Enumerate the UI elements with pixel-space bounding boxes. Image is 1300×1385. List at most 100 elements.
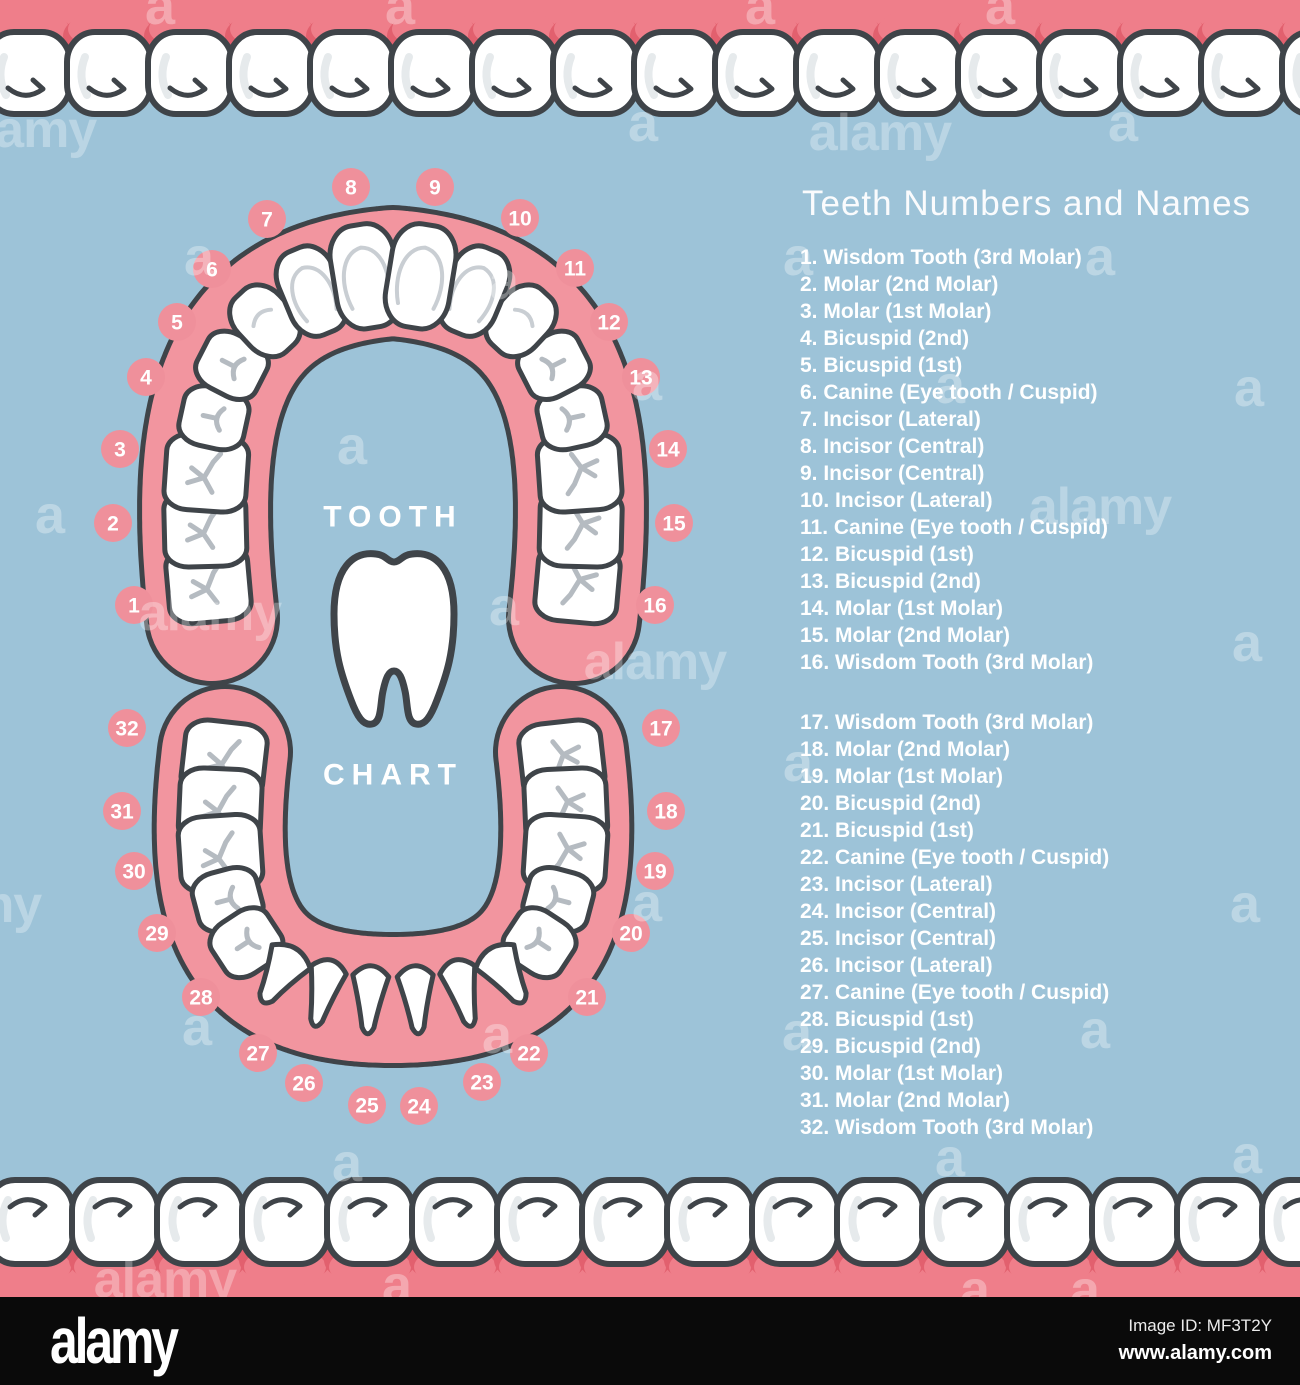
watermark-word: alamy xyxy=(0,101,97,159)
strip-tooth-shade xyxy=(678,1196,692,1242)
badge-number: 4 xyxy=(140,367,152,390)
lower-teeth-row xyxy=(0,1177,1300,1300)
molar-groove xyxy=(565,451,600,497)
legend-item: 22. Canine (Eye tooth / Cuspid) xyxy=(800,846,1110,869)
strip-tooth xyxy=(793,29,883,117)
molar-groove xyxy=(564,506,602,551)
strip-tooth xyxy=(1174,1177,1266,1267)
badge-number: 23 xyxy=(470,1072,493,1095)
molar-groove xyxy=(185,451,224,495)
watermark-letter: a xyxy=(783,733,814,793)
strip-tooth-shade xyxy=(848,1196,862,1242)
footer-meta: Image ID: MF3T2Y www.alamy.com xyxy=(1119,1314,1272,1368)
strip-tooth xyxy=(0,29,73,117)
tooth-number-badge: 20 xyxy=(612,914,650,952)
badge-circle xyxy=(115,586,153,624)
premolar-groove xyxy=(219,356,247,382)
tooth-number-badge: 1 xyxy=(115,586,153,624)
badge-circle xyxy=(193,250,231,288)
molar-groove xyxy=(189,560,223,606)
watermark-letter: a xyxy=(482,1005,513,1065)
legend-item: 7. Incisor (Lateral) xyxy=(800,408,981,431)
strip-tooth-shade xyxy=(1273,1196,1287,1242)
tooth-number-badge: 17 xyxy=(642,709,680,747)
tooth-number-badge: 26 xyxy=(285,1064,323,1102)
strip-tooth xyxy=(1117,29,1207,117)
badge-number: 10 xyxy=(508,208,531,231)
center-tooth-icon xyxy=(330,550,458,728)
strip-tooth-cusp-line xyxy=(517,1197,558,1218)
strip-tooth-cusp-line xyxy=(572,77,613,98)
strip-tooth-cusp-line xyxy=(92,1197,133,1218)
legend-item: 13. Bicuspid (2nd) xyxy=(800,570,981,593)
strip-tooth-shade xyxy=(806,53,820,99)
strip-tooth xyxy=(1089,1177,1181,1267)
watermark-letter: a xyxy=(783,227,814,287)
tooth-number-badge: 5 xyxy=(158,303,196,341)
badge-number: 2 xyxy=(107,513,119,536)
legend-item: 24. Incisor (Central) xyxy=(800,900,997,923)
badge-number: 17 xyxy=(649,718,672,741)
strip-tooth-cusp-line xyxy=(1112,1197,1153,1218)
tooth-number-badge: 13 xyxy=(622,358,660,396)
legend-item: 28. Bicuspid (1st) xyxy=(800,1008,974,1031)
strip-tooth-shade xyxy=(1130,53,1144,99)
strip-tooth xyxy=(409,1177,501,1267)
tooth-number-badge: 32 xyxy=(108,709,146,747)
alamy-url-link[interactable]: www.alamy.com xyxy=(1118,1341,1272,1364)
legend-item: 20. Bicuspid (2nd) xyxy=(800,792,981,815)
arch-tooth xyxy=(257,941,313,1006)
image-id-text: Image ID: MF3T2Y xyxy=(1128,1316,1272,1336)
strip-tooth-cusp-line xyxy=(1197,1197,1238,1218)
badge-circle xyxy=(647,792,685,830)
strip-tooth-shade xyxy=(508,1196,522,1242)
strip-tooth-cusp-line xyxy=(177,1197,218,1218)
strip-tooth xyxy=(494,1177,586,1267)
strip-tooth xyxy=(1036,29,1126,117)
watermark-letter: a xyxy=(184,227,215,287)
tooth-number-badge: 25 xyxy=(348,1086,386,1124)
legend-gap xyxy=(800,676,1251,709)
strip-tooth-shade xyxy=(168,1196,182,1242)
legend-item: 3. Molar (1st Molar) xyxy=(800,300,992,323)
incisor-contour xyxy=(290,265,339,324)
strip-tooth-shade xyxy=(423,1196,437,1242)
legend-item: 5. Bicuspid (1st) xyxy=(800,354,963,377)
badge-number: 31 xyxy=(110,801,134,824)
legend-item: 6. Canine (Eye tooth / Cuspid) xyxy=(800,381,1098,404)
strip-tooth-shade xyxy=(1049,53,1063,99)
watermark-letter: a xyxy=(985,0,1016,36)
watermark-letter: a xyxy=(935,355,966,415)
strip-tooth-shade xyxy=(725,53,739,99)
molar-groove xyxy=(548,739,582,784)
strip-tooth xyxy=(749,1177,841,1267)
strip-tooth xyxy=(1259,1177,1300,1267)
molar-groove xyxy=(551,785,586,830)
premolar-groove xyxy=(200,406,227,433)
strip-tooth-cusp-line xyxy=(86,77,127,98)
badge-number: 16 xyxy=(643,595,666,618)
legend-item: 1. Wisdom Tooth (3rd Molar) xyxy=(800,246,1082,269)
strip-tooth-cusp-line xyxy=(248,77,289,98)
strip-tooth xyxy=(1004,1177,1096,1267)
strip-tooth-shade xyxy=(933,1196,947,1242)
strip-tooth xyxy=(226,29,316,117)
watermark-letter: a xyxy=(145,0,176,36)
strip-tooth xyxy=(324,1177,416,1267)
tooth-number-badge: 9 xyxy=(416,168,454,206)
badge-circle xyxy=(416,168,454,206)
premolar-groove xyxy=(539,356,567,382)
badge-number: 24 xyxy=(407,1096,431,1119)
strip-tooth xyxy=(834,1177,926,1267)
strip-tooth xyxy=(0,1177,76,1267)
badge-number: 20 xyxy=(619,923,642,946)
watermark-letter: a xyxy=(1085,227,1116,287)
tooth-number-badge: 16 xyxy=(636,586,674,624)
badge-number: 7 xyxy=(261,209,273,232)
badge-number: 18 xyxy=(654,801,678,824)
tooth-number-badge: 3 xyxy=(101,430,139,468)
strip-tooth-shade xyxy=(0,53,10,99)
strip-tooth-shade xyxy=(644,53,658,99)
strip-tooth xyxy=(307,29,397,117)
